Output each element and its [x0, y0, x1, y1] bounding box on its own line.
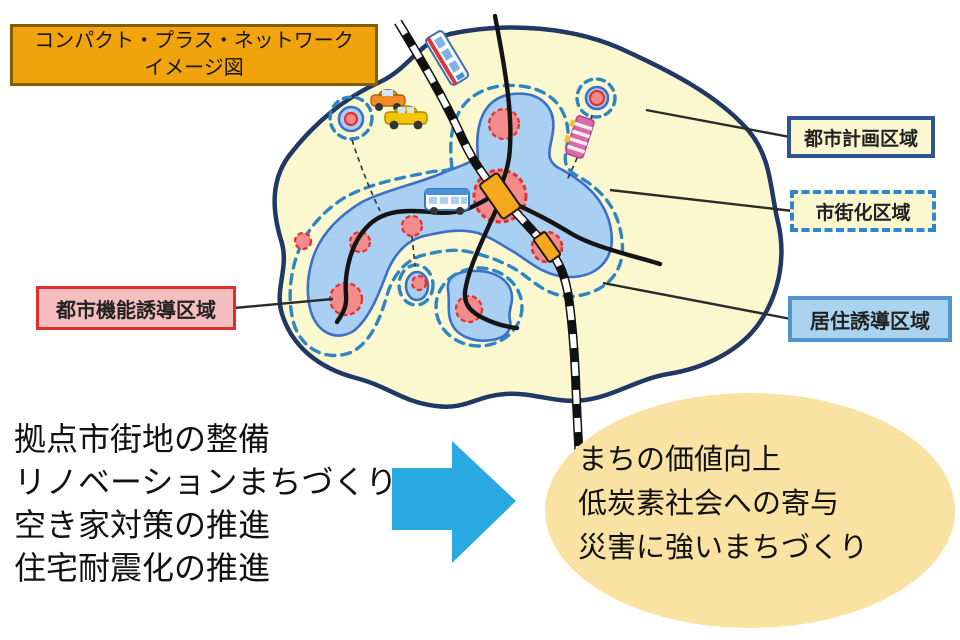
station-icon-main [479, 172, 521, 220]
tram-icon [563, 115, 595, 159]
label-urbanization-area: 市街化区域 [790, 190, 936, 232]
taxi-icon [384, 105, 428, 130]
function-node [487, 107, 521, 141]
urbanization-boundary-satellite-topleft [328, 95, 374, 141]
leader-lines [233, 108, 794, 321]
measure-item: 住宅耐震化の推進 [14, 550, 271, 586]
measure-item: リノベーションまちづくり [14, 464, 398, 500]
label-residential-guidance-area: 居住誘導区域 [788, 296, 952, 342]
connector-topleft [351, 139, 381, 212]
road-east [503, 197, 663, 267]
title-line1: コンパクト・プラス・ネットワーク [34, 30, 354, 52]
urbanization-boundary-small [397, 263, 435, 307]
car-icon [370, 89, 406, 111]
outcome-item: まちの価値向上 [578, 444, 782, 476]
outcomes-list: まちの価値向上 低炭素社会への寄与 災害に強いまちづくり [578, 438, 938, 570]
stations [479, 172, 561, 263]
road-west [334, 193, 495, 325]
function-node [410, 274, 428, 292]
urbanization-boundary-bottom [434, 266, 524, 348]
function-node-satellite [588, 89, 606, 107]
leader-urbanization-area [609, 188, 794, 213]
leader-residential-area [602, 281, 792, 321]
bus-icon [424, 188, 470, 215]
function-node [293, 231, 313, 251]
urbanization-boundary-satellite-topright [575, 77, 617, 119]
outcome-item: 災害に強いまちづくり [578, 532, 869, 564]
measure-item: 拠点市街地の整備 [14, 421, 271, 457]
title-line2: イメージ図 [144, 57, 244, 79]
leader-function-area [233, 297, 334, 310]
title-box: コンパクト・プラス・ネットワーク イメージ図 [10, 24, 378, 86]
flow-arrow [392, 441, 516, 563]
function-node-satellite [343, 111, 359, 127]
leader-city-planning-area [645, 108, 791, 139]
station-icon-secondary [533, 231, 561, 263]
outcome-ellipse [545, 393, 955, 628]
label-city-planning-area: 都市計画区域 [787, 116, 935, 158]
label-urban-function-guidance-area: 都市機能誘導区域 [36, 286, 236, 330]
train-icon [425, 30, 469, 86]
function-node [400, 214, 424, 238]
measure-item: 空き家対策の推進 [14, 507, 271, 543]
outcome-item: 低炭素社会への寄与 [578, 488, 840, 520]
measures-list: 拠点市街地の整備 リノベーションまちづくり 空き家対策の推進 住宅耐震化の推進 [14, 418, 414, 590]
road-south [462, 207, 520, 331]
